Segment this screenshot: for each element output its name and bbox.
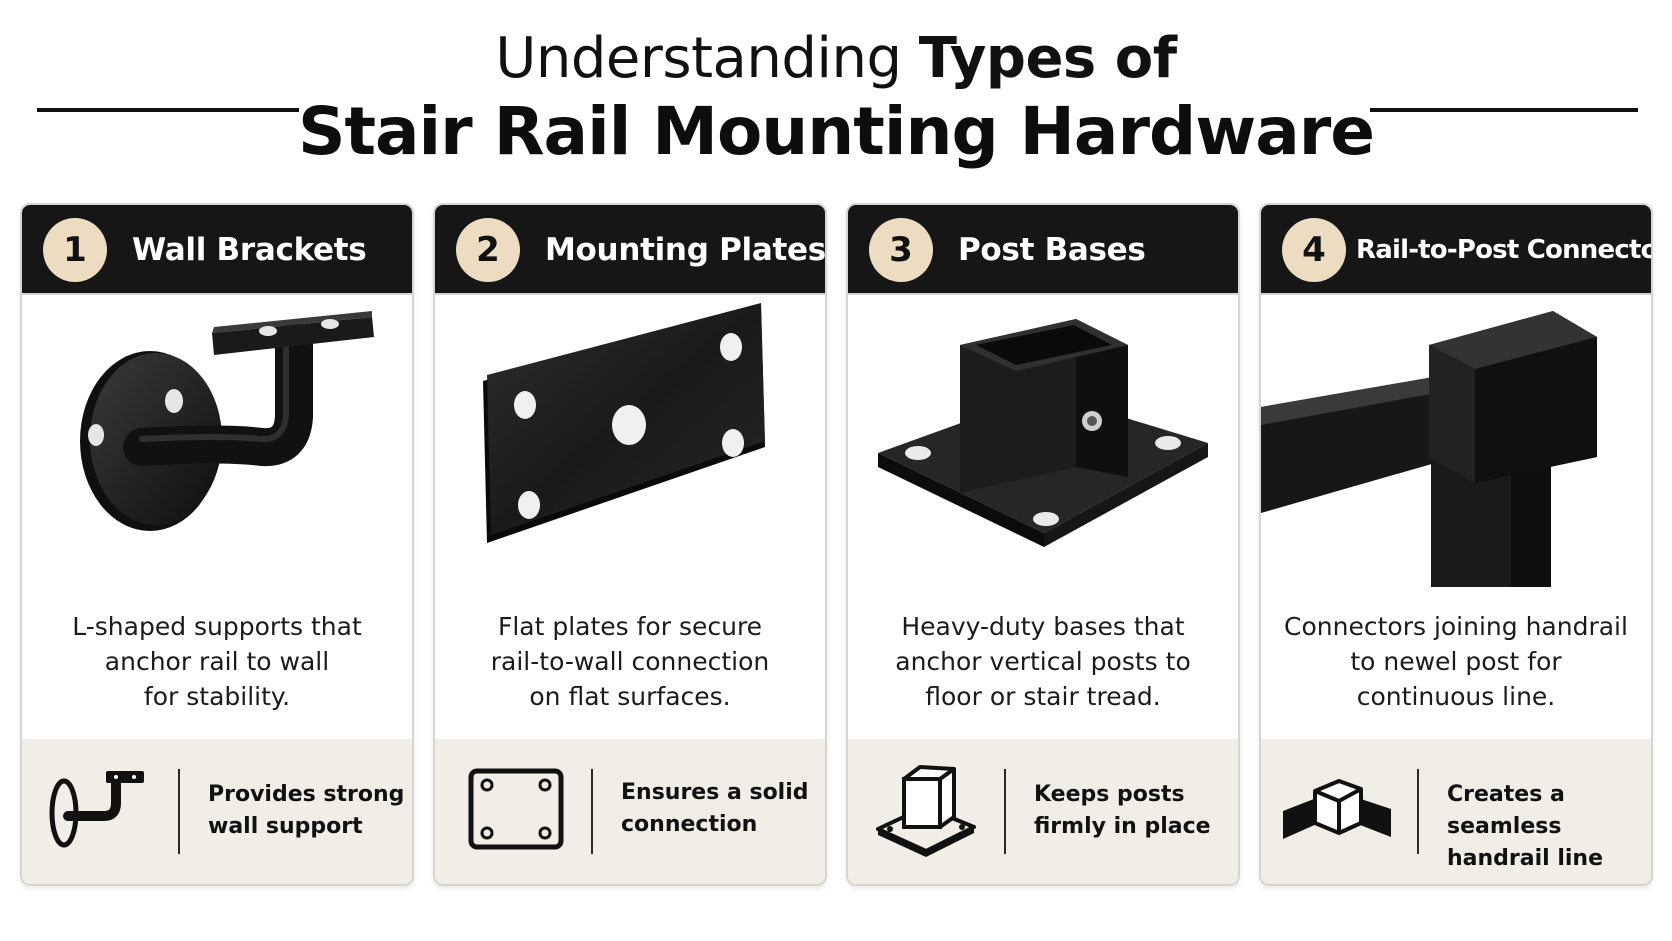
card-header: 4 Rail-to-Post Connectors — [1261, 205, 1651, 295]
card-header: 1 Wall Brackets — [22, 205, 412, 295]
title-rule-right — [1370, 108, 1638, 112]
card-title: Rail-to-Post Connectors — [1356, 235, 1653, 265]
card-description: Heavy-duty bases that anchor vertical po… — [895, 612, 1191, 711]
card-footer: Provides strong wall support — [22, 739, 412, 884]
card-benefit: Creates a seamless handrail line — [1447, 782, 1604, 871]
card-wall-brackets: 1 Wall Brackets — [20, 203, 414, 886]
title-line-1: Understanding Types of — [0, 26, 1672, 91]
page-header: Understanding Types of Stair Rail Mounti… — [0, 0, 1672, 185]
card-benefit: Keeps posts firmly in place — [1034, 782, 1211, 839]
wall-bracket-outline-icon — [44, 761, 154, 861]
footer-divider — [1004, 769, 1006, 854]
footer-divider — [591, 769, 593, 854]
title-part-2: Types of — [918, 26, 1177, 91]
card-footer: Keeps posts firmly in place — [848, 739, 1238, 884]
mounting-plate-outline-icon — [457, 761, 567, 861]
rail-post-connector-icon — [1261, 297, 1651, 597]
footer-divider — [1417, 769, 1419, 854]
card-title: Mounting Plates — [545, 232, 826, 268]
wall-bracket-icon — [22, 297, 412, 597]
footer-divider — [178, 769, 180, 854]
card-description: Flat plates for secure rail-to-wall conn… — [490, 612, 770, 711]
title-rule-left — [37, 108, 299, 112]
card-title: Post Bases — [958, 232, 1146, 268]
card-description: Connectors joining handrail to newel pos… — [1284, 612, 1628, 711]
number-badge: 1 — [43, 218, 107, 282]
post-base-outline-icon — [870, 761, 980, 861]
card-header: 2 Mounting Plates — [435, 205, 825, 295]
card-benefit: Provides strong wall support — [208, 782, 405, 839]
post-base-icon — [848, 297, 1238, 597]
rail-post-connector-outline-icon — [1283, 761, 1393, 861]
title-part-1: Understanding — [495, 26, 919, 91]
number-badge: 3 — [869, 218, 933, 282]
card-description: L-shaped supports that anchor rail to wa… — [72, 612, 362, 711]
hardware-cards: 1 Wall Brackets — [20, 203, 1654, 886]
card-footer: Ensures a solid connection — [435, 739, 825, 884]
card-title: Wall Brackets — [132, 232, 367, 268]
card-mounting-plates: 2 Mounting Plates — [433, 203, 827, 886]
number-badge: 4 — [1282, 218, 1346, 282]
mounting-plate-icon — [435, 297, 825, 597]
title-line-2: Stair Rail Mounting Hardware — [297, 93, 1375, 170]
card-rail-to-post-connectors: 4 Rail-to-Post Connectors Connectors joi… — [1259, 203, 1653, 886]
card-footer: Creates a seamless handrail line — [1261, 739, 1651, 884]
number-badge: 2 — [456, 218, 520, 282]
card-post-bases: 3 Post Bases Heavy- — [846, 203, 1240, 886]
card-header: 3 Post Bases — [848, 205, 1238, 295]
card-benefit: Ensures a solid connection — [621, 780, 809, 837]
